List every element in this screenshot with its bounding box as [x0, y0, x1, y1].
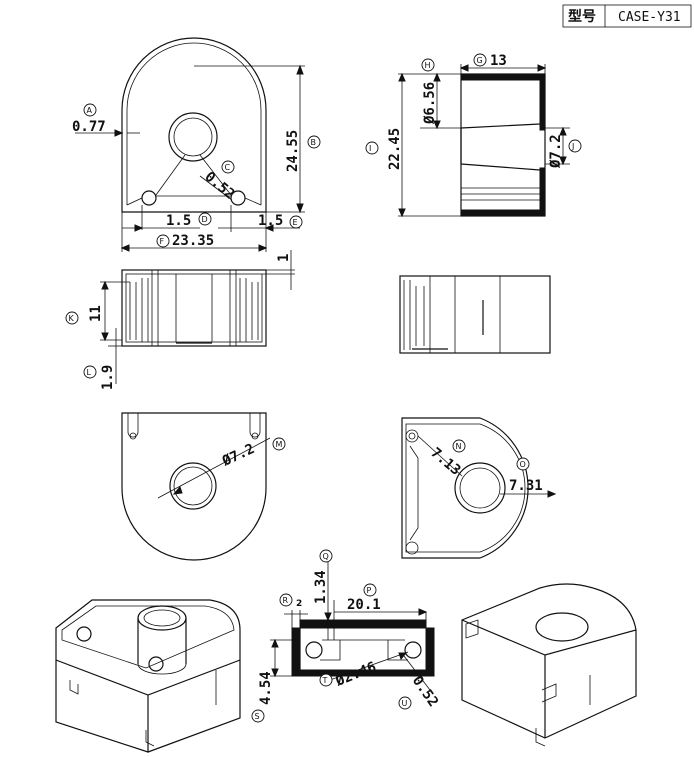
dimension-j: Ø7.2 J	[545, 126, 582, 169]
marker-r: R	[283, 596, 289, 605]
marker-d: D	[202, 215, 208, 224]
dimension-l: 1.9 L	[83, 328, 122, 390]
dim-top-gap-value: 1	[276, 254, 292, 262]
dim-j-value: Ø7.2	[548, 134, 564, 169]
dimension-a: A 0.77	[72, 103, 140, 137]
dimension-i: 22.45 I	[365, 72, 461, 218]
dim-c-value: 0.52	[201, 169, 237, 203]
dimension-q: 1.34 Q	[313, 549, 333, 640]
marker-l: L	[87, 368, 92, 377]
marker-h: H	[425, 61, 431, 70]
back-view	[121, 412, 267, 561]
marker-k: K	[69, 314, 75, 323]
marker-o: O	[520, 460, 526, 469]
marker-f: F	[160, 237, 165, 246]
isometric-view-left	[55, 599, 241, 753]
marker-s: S	[255, 712, 260, 721]
dimension-o: 7.31 O	[500, 457, 557, 498]
dim-e-value: 1.5	[258, 213, 283, 229]
dim-s-value: 4.54	[258, 671, 274, 705]
dim-l-value: 1.9	[100, 365, 116, 390]
dim-a-value: 0.77	[72, 119, 106, 135]
isometric-view-right	[461, 583, 637, 747]
marker-q: Q	[323, 552, 329, 561]
type-label: 型号	[568, 8, 596, 25]
side-view	[399, 275, 551, 354]
dim-r-value: 2	[296, 599, 302, 609]
dim-b-value: 24.55	[285, 130, 301, 172]
dim-d-value: 1.5	[166, 213, 191, 229]
dimension-p: 20.1 P	[333, 583, 428, 640]
dim-m-value: Ø7.2	[219, 441, 257, 470]
front-view	[121, 37, 267, 213]
marker-i: I	[369, 144, 371, 153]
dim-i-value: 22.45	[387, 128, 403, 170]
marker-c: C	[225, 163, 231, 172]
dim-g-value: 13	[490, 53, 507, 69]
dimension-g: G 13	[459, 53, 547, 74]
marker-m: M	[276, 440, 283, 449]
side-section-view	[460, 73, 546, 217]
dimension-b: 24.55 B	[194, 64, 321, 214]
dim-f-value: 23.35	[172, 233, 214, 249]
marker-u: U	[402, 699, 408, 708]
dimension-d-e: 1.5 D 1.5 E	[121, 205, 303, 252]
marker-p: P	[367, 586, 372, 595]
marker-e: E	[293, 218, 298, 227]
marker-a: A	[87, 106, 93, 115]
dimension-s: 4.54 S	[251, 638, 300, 723]
dimension-top-gap: 1	[262, 250, 295, 290]
dimension-n: 7.13 N	[417, 435, 466, 479]
marker-t: T	[322, 676, 328, 685]
dimension-f: F 23.35	[120, 233, 268, 252]
dim-t-value: Ø2.46	[333, 659, 379, 690]
bottom-view	[121, 269, 267, 347]
model-number: CASE-Y31	[618, 10, 681, 25]
dim-k-value: 11	[88, 305, 104, 322]
dimension-c: 0.52 C	[199, 160, 238, 203]
marker-g: G	[477, 56, 483, 65]
title-block: 型号 CASE-Y31	[562, 4, 692, 28]
dim-o-value: 7.31	[509, 478, 543, 494]
dim-q-value: 1.34	[313, 570, 329, 604]
dimension-h: Ø6.56 H	[420, 58, 461, 130]
dim-h-value: Ø6.56	[422, 82, 438, 125]
cross-section-view	[291, 619, 435, 677]
marker-n: N	[456, 442, 462, 451]
marker-j: J	[571, 142, 574, 151]
dim-u-value: 0.52	[409, 673, 441, 710]
dim-p-value: 20.1	[347, 597, 381, 613]
marker-b: B	[311, 138, 317, 147]
dimension-k: 11 K	[65, 280, 130, 342]
dimension-r: R 2	[279, 593, 308, 628]
dimension-u: 0.52 U	[398, 655, 441, 710]
